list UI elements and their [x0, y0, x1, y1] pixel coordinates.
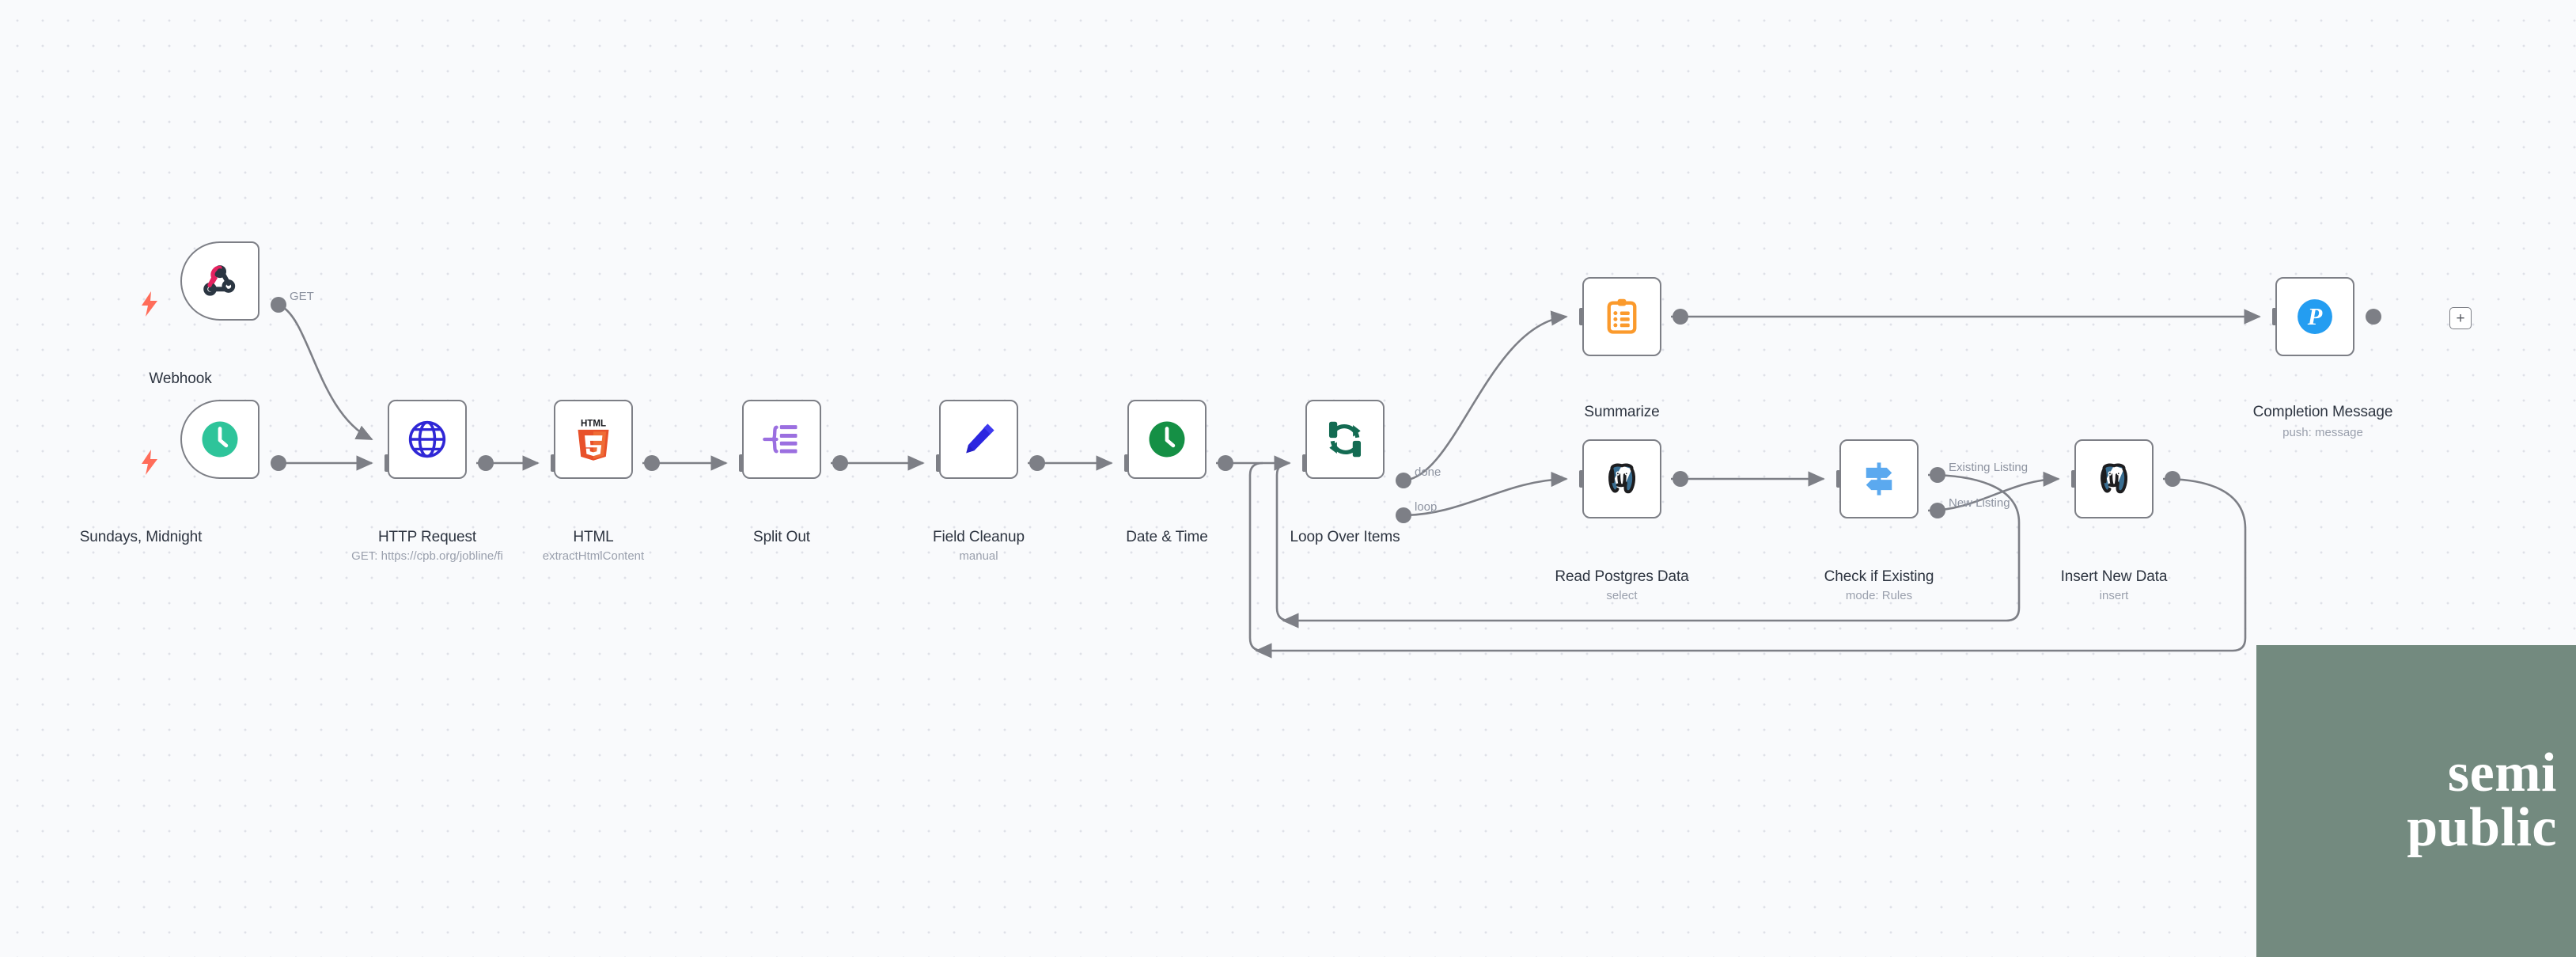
output-port-read-postgres[interactable]: [1673, 471, 1688, 487]
clock-dark-icon: [1144, 416, 1190, 462]
node-label-date-time: Date & Time: [1126, 529, 1208, 545]
node-subtitle-http-request: GET: https://cpb.org/jobline/fi: [351, 549, 503, 563]
node-check-if-existing[interactable]: [1839, 439, 1919, 518]
output-label-existing-listing: Existing Listing: [1949, 461, 2029, 474]
node-subtitle-field-cleanup: manual: [959, 549, 998, 563]
node-read-postgres-data[interactable]: [1582, 439, 1661, 518]
postgres-icon: [1599, 456, 1645, 502]
node-label-webhook: Webhook: [149, 370, 212, 387]
output-port-existing-listing[interactable]: [1930, 467, 1945, 483]
node-label-read-postgres: Read Postgres Data: [1555, 568, 1689, 585]
clipboard-icon: [1599, 294, 1645, 340]
node-html[interactable]: HTML: [554, 400, 633, 479]
node-subtitle-check-if-existing: mode: Rules: [1845, 589, 1913, 602]
pencil-icon: [956, 416, 1002, 462]
output-port-loop-done[interactable]: [1396, 473, 1411, 488]
trigger-bolt-icon-schedule: [141, 450, 158, 475]
node-label-field-cleanup: Field Cleanup: [933, 529, 1025, 545]
output-port-split-out[interactable]: [832, 455, 848, 471]
watermark-semi-public: semi public: [2256, 645, 2576, 957]
watermark-line-1: semi: [2447, 742, 2557, 804]
watermark-line-2: public: [2407, 797, 2557, 858]
output-port-new-listing[interactable]: [1930, 503, 1945, 518]
node-label-split-out: Split Out: [753, 529, 810, 545]
add-node-button[interactable]: +: [2449, 307, 2472, 329]
node-label-http-request: HTTP Request: [377, 529, 477, 545]
node-http-request[interactable]: [388, 400, 467, 479]
split-out-icon: [759, 416, 805, 462]
output-port-schedule[interactable]: [271, 455, 286, 471]
output-label-loop-done: done: [1415, 465, 1441, 479]
node-completion-message[interactable]: P: [2275, 277, 2354, 356]
pushover-icon: P: [2292, 294, 2338, 340]
node-schedule-trigger[interactable]: [180, 400, 259, 479]
node-label-insert-new-data: Insert New Data: [2060, 568, 2168, 585]
node-label-summarize: Summarize: [1584, 404, 1660, 420]
loop-icon: [1322, 416, 1368, 462]
node-split-out[interactable]: [742, 400, 821, 479]
output-port-completion-message[interactable]: [2366, 309, 2381, 325]
output-port-date-time[interactable]: [1218, 455, 1233, 471]
node-subtitle-read-postgres: select: [1606, 589, 1638, 602]
output-label-webhook-get: GET: [290, 290, 314, 303]
node-label-loop-over-items: Loop Over Items: [1290, 529, 1400, 545]
node-subtitle-insert-new-data: insert: [2099, 589, 2129, 602]
svg-text:HTML: HTML: [581, 420, 606, 429]
node-date-time[interactable]: [1127, 400, 1207, 479]
svg-text:P: P: [2307, 303, 2323, 330]
node-field-cleanup[interactable]: [939, 400, 1018, 479]
node-label-completion-message: Completion Message: [2252, 404, 2393, 420]
node-label-schedule: Sundays, Midnight: [79, 529, 203, 545]
html5-icon: HTML: [570, 416, 616, 462]
output-port-webhook[interactable]: [271, 297, 286, 313]
output-port-field-cleanup[interactable]: [1029, 455, 1045, 471]
trigger-bolt-icon: [141, 291, 158, 317]
clock-icon: [197, 416, 243, 462]
webhook-icon: [197, 258, 243, 304]
node-loop-over-items[interactable]: [1305, 400, 1385, 479]
node-label-html: HTML: [573, 529, 614, 545]
output-port-loop-loop[interactable]: [1396, 507, 1411, 523]
node-summarize[interactable]: [1582, 277, 1661, 356]
node-subtitle-completion-message: push: message: [2282, 426, 2363, 439]
output-port-html[interactable]: [644, 455, 660, 471]
node-insert-new-data[interactable]: [2074, 439, 2154, 518]
node-webhook[interactable]: [180, 241, 259, 321]
signpost-icon: [1856, 456, 1902, 502]
output-label-loop-loop: loop: [1415, 500, 1438, 514]
postgres-icon: [2091, 456, 2137, 502]
node-subtitle-html: extractHtmlContent: [542, 549, 645, 563]
output-port-summarize[interactable]: [1673, 309, 1688, 325]
output-port-insert-new-data[interactable]: [2165, 471, 2180, 487]
globe-icon: [404, 416, 450, 462]
node-label-check-if-existing: Check if Existing: [1824, 568, 1934, 585]
output-label-new-listing: New Listing: [1949, 496, 2010, 510]
output-port-http-request[interactable]: [478, 455, 494, 471]
